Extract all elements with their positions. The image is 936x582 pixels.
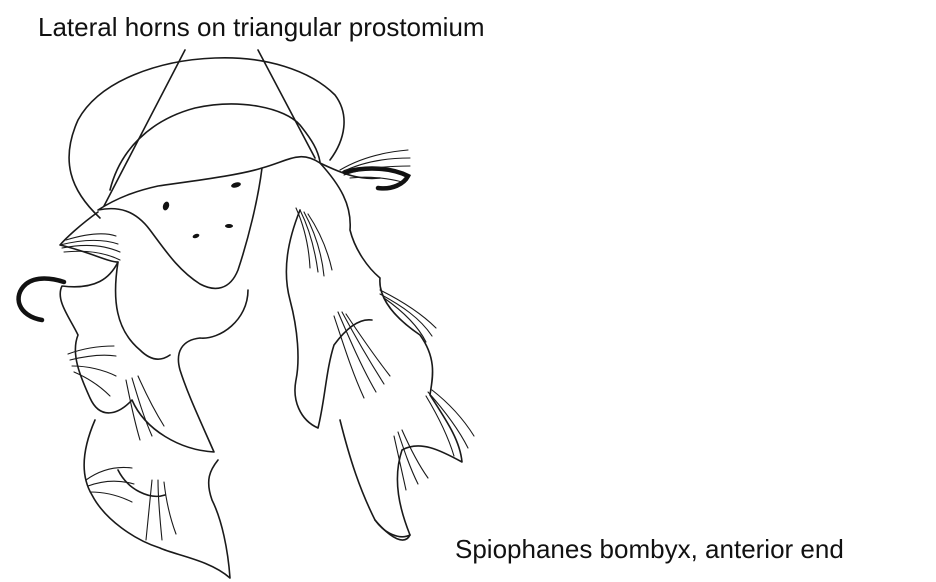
leader-line-right — [258, 50, 315, 158]
eye-spot-2 — [162, 201, 171, 212]
figure-caption: Spiophanes bombyx, anterior end — [455, 536, 844, 562]
eye-spot-3 — [225, 224, 233, 228]
eye-spot-1 — [231, 181, 242, 188]
hook-left — [19, 279, 64, 321]
left-body-outline — [60, 212, 248, 452]
chaetae-bundle-right-bottom — [394, 430, 428, 490]
chaetae-bundle-right-mid — [380, 290, 436, 342]
chaetae-bundle-bottom-center — [146, 480, 176, 540]
left-parapodium-outline — [116, 262, 170, 359]
right-body-outline — [320, 163, 462, 537]
chaetae-bundle-right-top — [340, 150, 410, 182]
prostomium-outline — [98, 157, 380, 289]
chaetae-bundle-right-center — [334, 312, 390, 398]
eye-spot-4 — [192, 233, 200, 239]
chaetae-bundle-left-center — [126, 376, 164, 440]
lower-left-lobe — [84, 420, 230, 578]
leader-line-left — [104, 50, 185, 206]
chaetae-bundle-prostomium-right — [296, 208, 332, 276]
lateral-horns-annotation: Lateral horns on triangular prostomium — [38, 14, 485, 40]
chaetae-bundle-upper-left — [60, 234, 120, 260]
right-inner-parapodium — [286, 210, 372, 428]
